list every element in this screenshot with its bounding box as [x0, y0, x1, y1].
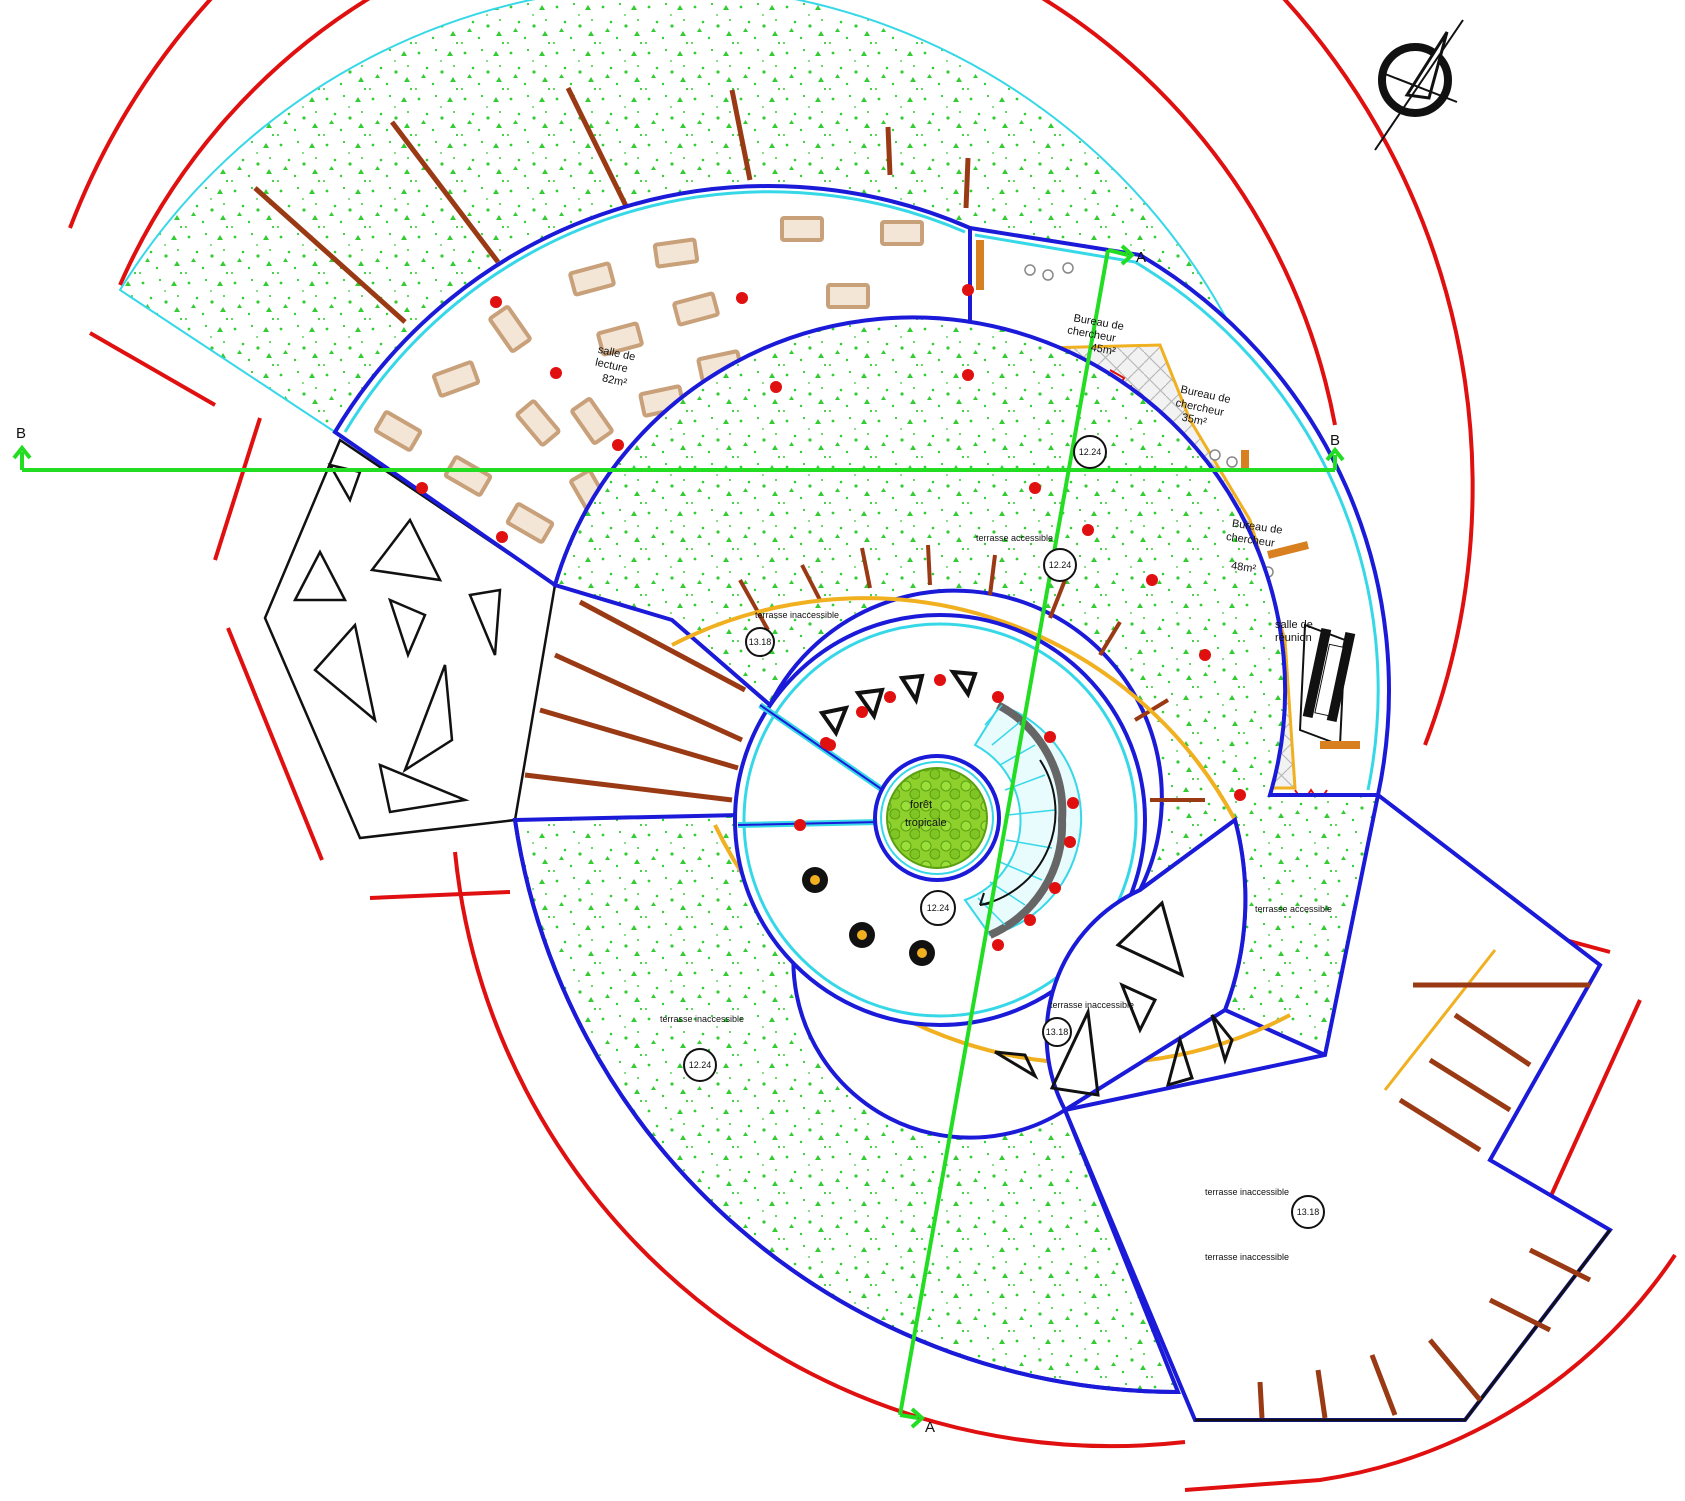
column-icon: [1146, 574, 1158, 586]
garden-joists: [253, 86, 971, 324]
ring-joists: [738, 544, 1205, 802]
level-marker: 12.24: [920, 890, 956, 926]
svg-text:13.18: 13.18: [1046, 1027, 1069, 1037]
column-icon: [770, 381, 782, 393]
central-garden-label: forêt tropicale: [905, 799, 947, 829]
terrace-label: terrasse accessible: [1255, 904, 1332, 914]
column-icon: [1067, 797, 1079, 809]
section-line-a: [898, 244, 1135, 1429]
site-boundary: [68, 0, 1677, 1492]
terrace-label: terrasse inaccessible: [1050, 1000, 1134, 1010]
terrace-label: terrasse accessible: [976, 533, 1053, 543]
level-marker: 13.18: [1042, 1017, 1072, 1047]
terrace-label: terrasse inaccessible: [660, 1014, 744, 1024]
column-icon: [490, 296, 502, 308]
svg-text:45m²: 45m²: [1090, 342, 1117, 358]
central-garden: [873, 754, 1001, 882]
tree-icon: [909, 940, 935, 966]
column-icon: [1199, 649, 1211, 661]
column-icon: [962, 369, 974, 381]
svg-text:forêt: forêt: [910, 799, 932, 811]
level-marker: 13.18: [745, 627, 775, 657]
column-icon: [416, 482, 428, 494]
column-icon: [1044, 731, 1056, 743]
section-mark-a-top: A: [1136, 249, 1146, 266]
svg-text:82m²: 82m²: [601, 372, 628, 389]
column-icon: [1024, 914, 1036, 926]
column-icon: [550, 367, 562, 379]
column-icon: [962, 284, 974, 296]
meeting-room-label: salle de réunion: [1275, 619, 1313, 644]
column-icon: [496, 531, 508, 543]
svg-text:tropicale: tropicale: [905, 817, 947, 829]
svg-text:48m²: 48m²: [1230, 560, 1257, 575]
section-mark-b-right: B: [1330, 432, 1340, 449]
svg-text:salle de: salle de: [1275, 619, 1313, 631]
column-icon: [884, 691, 896, 703]
column-icon: [794, 819, 806, 831]
level-marker: 12.24: [683, 1048, 717, 1082]
north-arrow-icon: [1374, 19, 1464, 151]
tree-pots: [802, 867, 935, 966]
level-marker: 13.18: [1291, 1195, 1325, 1229]
hall-planters: [818, 669, 978, 738]
columns: [416, 284, 1246, 951]
column-icon: [992, 691, 1004, 703]
column-icon: [992, 939, 1004, 951]
column-icon: [612, 439, 624, 451]
tree-icon: [849, 922, 875, 948]
svg-text:35m²: 35m²: [1181, 412, 1208, 429]
column-icon: [824, 739, 836, 751]
svg-text:réunion: réunion: [1275, 632, 1312, 644]
svg-text:12.24: 12.24: [689, 1060, 712, 1070]
svg-text:12.24: 12.24: [927, 903, 950, 913]
west-joists: [524, 599, 747, 803]
column-icon: [1082, 524, 1094, 536]
column-icon: [1234, 789, 1246, 801]
column-icon: [1049, 882, 1061, 894]
column-icon: [934, 674, 946, 686]
section-mark-a-bottom: A: [925, 1419, 935, 1436]
section-mark-b-left: B: [16, 425, 26, 442]
svg-text:13.18: 13.18: [1297, 1207, 1320, 1217]
column-icon: [736, 292, 748, 304]
section-line-b: [12, 444, 1345, 472]
level-marker: 12.24: [1043, 548, 1077, 582]
column-icon: [1064, 836, 1076, 848]
svg-text:12.24: 12.24: [1079, 447, 1102, 457]
terrace-label: terrasse inaccessible: [755, 610, 839, 620]
svg-text:13.18: 13.18: [749, 637, 772, 647]
terrace-label: terrasse inaccessible: [1205, 1252, 1289, 1262]
south-east-wing: [1062, 791, 1613, 1422]
west-sculpture-court: [263, 438, 557, 840]
column-icon: [856, 706, 868, 718]
column-icon: [1029, 482, 1041, 494]
tree-icon: [802, 867, 828, 893]
level-marker: 12.24: [1073, 435, 1107, 469]
office-1-label: Bureau de chercheur 45m²: [1066, 312, 1124, 358]
east-sculpture-terrace: [994, 816, 1248, 1113]
terrace-label: terrasse inaccessible: [1205, 1187, 1289, 1197]
svg-text:12.24: 12.24: [1049, 560, 1072, 570]
